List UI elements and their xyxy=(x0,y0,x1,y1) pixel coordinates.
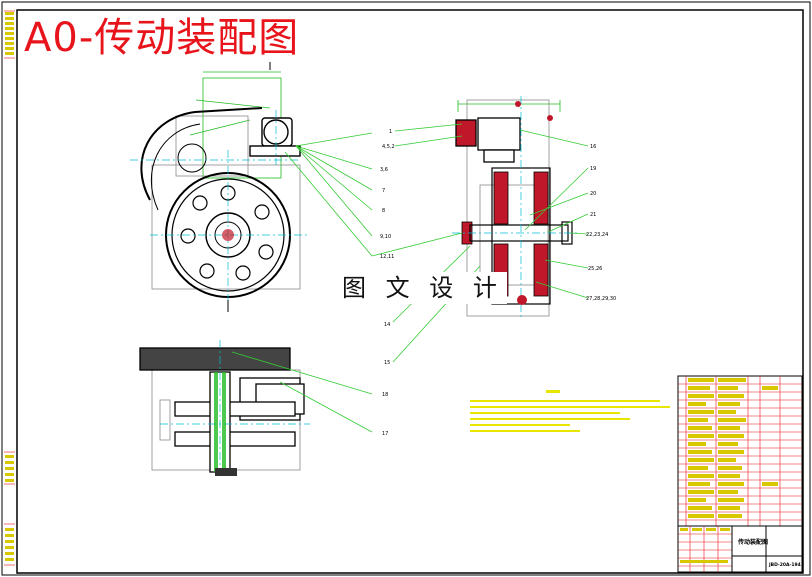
bottom-view-leaders xyxy=(231,351,373,433)
title-block xyxy=(677,525,803,573)
balloon-bottom-2: 15 xyxy=(384,360,390,366)
side-view-leaders xyxy=(371,123,589,363)
watermark-text: 图 文 设 计 xyxy=(338,272,507,304)
balloon-side-6: 25,26 xyxy=(588,266,602,272)
balloon-side-4: 21 xyxy=(590,212,596,218)
balloon-front-4: 7 xyxy=(382,188,385,194)
balloon-side-2: 19 xyxy=(590,166,596,172)
balloon-front-3: 3,6 xyxy=(380,167,388,173)
balloon-front-1: 1 xyxy=(389,129,392,135)
balloon-front-6: 9,10 xyxy=(380,234,391,240)
technical-notes xyxy=(470,390,670,432)
title-block-drawing-number: JBD-20A-194 xyxy=(768,562,801,568)
balloon-side-3: 20 xyxy=(590,191,596,197)
balloon-front-5: 8 xyxy=(382,208,385,214)
balloon-bottom-3: 18 xyxy=(382,392,388,398)
balloon-side-1: 16 xyxy=(590,144,596,150)
front-view xyxy=(130,62,310,312)
drawing-title: A0-传动装配图 xyxy=(24,15,300,61)
balloon-bottom-4: 17 xyxy=(382,431,388,437)
front-view-leaders xyxy=(284,132,373,257)
balloon-bottom-1: 14 xyxy=(384,322,390,328)
bottom-view xyxy=(139,340,310,478)
balloon-front-7: 12,11 xyxy=(380,254,394,260)
balloon-side-7: 27,28,29,30 xyxy=(586,296,616,302)
balloon-front-2: 4,5,2 xyxy=(382,144,395,150)
balloon-side-5: 22,23,24 xyxy=(586,232,608,238)
title-block-name: 传动装配图 xyxy=(737,538,768,546)
